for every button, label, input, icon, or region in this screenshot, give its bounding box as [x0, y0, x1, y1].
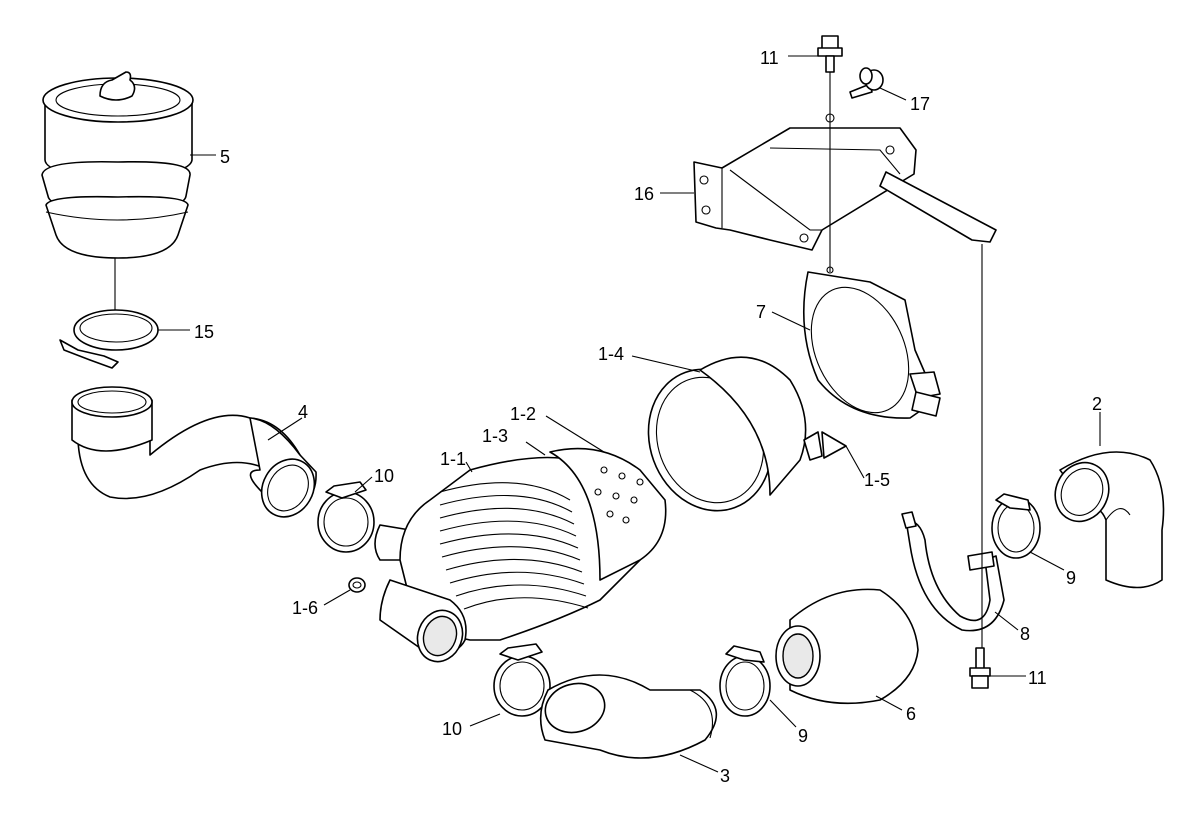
callout-10-lower: 10 — [442, 719, 462, 739]
part-11-bolt-lower — [969, 647, 991, 689]
part-9-clamp-left — [719, 645, 771, 717]
part-11-bolt-upper — [817, 35, 843, 73]
callout-2: 2 — [1092, 394, 1102, 414]
callout-1-4: 1-4 — [598, 344, 624, 364]
callout-6: 6 — [906, 704, 916, 724]
callout-11-upper: 11 — [760, 48, 779, 68]
part-15-clamp — [59, 309, 159, 369]
part-16-bracket — [693, 113, 997, 251]
leader-lines — [158, 55, 1101, 773]
part-5-precleaner-cap — [41, 71, 194, 259]
part-17-bolt — [849, 67, 884, 99]
callout-1-3: 1-3 — [482, 426, 508, 446]
part-8-strap — [901, 511, 1005, 632]
part-10-clamp-upper — [317, 481, 375, 553]
callout-4: 4 — [298, 402, 308, 422]
callout-9-right: 9 — [1066, 568, 1076, 588]
part-1-6-nipple — [348, 577, 366, 593]
callout-1-5: 1-5 — [864, 470, 890, 490]
callout-17: 17 — [910, 94, 930, 114]
part-6-tube — [775, 588, 919, 705]
callout-3: 3 — [720, 766, 730, 786]
callout-15: 15 — [194, 322, 214, 342]
callout-7: 7 — [756, 302, 766, 322]
callout-11-lower: 11 — [1028, 668, 1047, 688]
part-10-clamp-lower — [493, 643, 551, 717]
callout-1-6: 1-6 — [292, 598, 318, 618]
callouts: 5 15 4 10 1-1 1-3 1-2 1-4 1-5 1-6 10 3 9… — [194, 48, 1102, 786]
callout-5: 5 — [220, 147, 230, 167]
part-4-elbow-hose — [71, 386, 317, 518]
callout-1-1: 1-1 — [440, 449, 466, 469]
part-7-strap — [802, 266, 941, 419]
part-9-clamp-right — [991, 493, 1041, 559]
callout-10-upper: 10 — [374, 466, 394, 486]
part-1-air-cleaner-body — [374, 447, 667, 663]
part-3-hose — [539, 674, 718, 759]
callout-16: 16 — [634, 184, 654, 204]
part-2-elbow — [1054, 451, 1165, 589]
callout-8: 8 — [1020, 624, 1030, 644]
callout-9-left: 9 — [798, 726, 808, 746]
part-1-4-band — [647, 356, 847, 512]
callout-1-2: 1-2 — [510, 404, 536, 424]
